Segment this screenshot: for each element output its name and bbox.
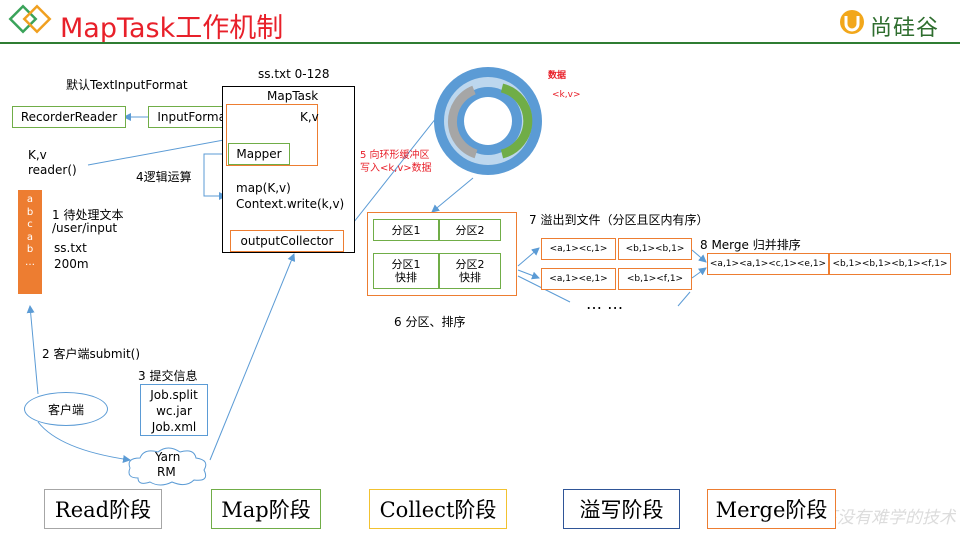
yarn-cloud-icon [124,444,212,492]
collect-phase-box: Collect阶段 [369,489,507,529]
spill-file-1b-label: <b,1><b,1> [625,244,685,254]
reader-call-label: reader() [28,163,77,177]
map-phase-label: Map阶段 [221,498,311,522]
partition-1-sort-box: 分区1 快排 [373,253,439,289]
submit-info-label: 3 提交信息 [138,369,198,383]
spill-more-dots: … … [586,294,624,313]
collect-phase-label: Collect阶段 [379,498,497,522]
spill-file-1b: <b,1><b,1> [618,238,692,260]
client-label: 客户端 [47,402,84,417]
page-title: MapTask工作机制 [60,13,284,44]
client-ellipse: 客户端 [24,392,108,426]
read-phase-label: Read阶段 [54,498,152,522]
job-file-split: Job.split [150,388,198,402]
watermark-text: 让天下没有难学的技术 [836,508,956,528]
input-format-label: InputFormat [157,110,231,124]
recorder-reader-box: RecorderReader [12,106,126,128]
file-letter: a [26,194,34,205]
yarn-label: Yarn [155,450,181,464]
write-buffer-label-2: 写入<k,v>数据 [360,163,432,174]
logic-step-label: 4逻辑运算 [136,170,192,184]
merged-file-right: <b,1><b,1><b,1><f,1> [829,253,951,275]
partition-1-label: 分区1 [391,224,421,237]
spill-file-2b: <b,1><f,1> [618,268,692,290]
split-range-label: ss.txt 0-128 [258,67,330,81]
merge-phase-box: Merge阶段 [707,489,836,529]
maptask-kv-label: K,v [300,110,319,124]
input-path-label: /user/input [52,221,118,235]
partition-2-quicksort-label: 快排 [459,271,481,284]
file-size-label: 200m [54,257,89,271]
header-divider [0,42,960,44]
merged-file-left: <a,1><a,1><c,1><e,1> [707,253,829,275]
pending-text-label: 1 待处理文本 [52,208,124,222]
output-collector-box: outputCollector [230,230,344,252]
context-write-label: Context.write(k,v) [236,197,345,211]
file-name-label: ss.txt [54,241,87,255]
recorder-reader-label: RecorderReader [20,110,118,124]
spill-file-2b-label: <b,1><f,1> [626,274,684,284]
partition-sort-step-label: 6 分区、排序 [394,315,466,329]
output-collector-label: outputCollector [240,234,334,248]
ring-buffer-icon [428,62,548,184]
partition-1-quicksort-label: 快排 [395,271,417,284]
brand-logo-icon [838,8,866,40]
merge-phase-label: Merge阶段 [715,498,828,522]
maptask-title: MapTask [267,89,319,103]
spill-file-1a-label: <a,1><c,1> [549,244,608,254]
spill-file-2a: <a,1><e,1> [541,268,616,290]
mapper-box: Mapper [228,143,290,165]
input-format-box: InputFormat [148,106,240,128]
input-file-stack: a b c a b … [18,190,42,294]
partition-1-box: 分区1 [373,219,439,241]
job-file-xml: Job.xml [151,420,197,434]
partition-2-sort-box: 分区2 快排 [439,253,501,289]
file-letter: … [25,256,35,268]
map-call-label: map(K,v) [236,181,291,195]
job-file-jar: wc.jar [156,404,192,418]
spill-file-1a: <a,1><c,1> [541,238,616,260]
spill-step-label: 7 溢出到文件（分区且区内有序） [529,213,709,227]
brand-name: 尚硅谷 [870,16,940,41]
reader-kv-label: K,v [28,148,47,162]
merged-file-right-label: <b,1><b,1><b,1><f,1> [832,259,948,269]
read-phase-box: Read阶段 [44,489,162,529]
merge-step-label: 8 Merge 归并排序 [700,238,801,252]
file-letter: b [26,244,34,255]
rm-label: RM [157,465,176,479]
partition-2-sort-label: 分区2 [455,258,485,271]
file-letter: b [26,206,34,218]
spill-phase-box: 溢写阶段 [563,489,680,529]
map-phase-box: Map阶段 [211,489,321,529]
job-files-box: Job.split wc.jar Job.xml [140,384,208,436]
mapper-label: Mapper [236,147,282,161]
partition-1-sort-label: 分区1 [391,258,421,271]
ring-kv-label: <k,v> [552,90,581,100]
spill-phase-label: 溢写阶段 [579,498,664,522]
submit-step-label: 2 客户端submit() [42,347,141,361]
file-letter: c [27,219,33,230]
file-letter: a [26,231,34,243]
spill-file-2a-label: <a,1><e,1> [549,274,608,284]
merged-file-left-label: <a,1><a,1><c,1><e,1> [709,259,827,269]
write-buffer-label-1: 5 向环形缓冲区 [360,150,430,161]
partition-2-box: 分区2 [439,219,501,241]
partition-2-label: 分区2 [455,224,485,237]
ring-data-label: 数据 [548,71,567,81]
default-input-format-label: 默认TextInputFormat [66,78,188,92]
logo-diamond-icon [6,4,52,46]
